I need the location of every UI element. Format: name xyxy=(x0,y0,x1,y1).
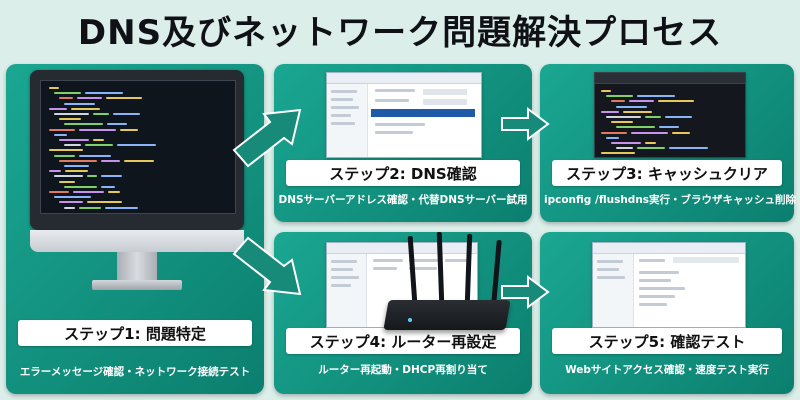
step1-description: エラーメッセージ確認・ネットワーク接続テスト xyxy=(19,366,251,378)
step5-label: ステップ5: 確認テスト xyxy=(552,328,782,354)
arrow-right-icon xyxy=(501,275,550,309)
router-admin-window xyxy=(326,242,478,328)
arrow-right-icon xyxy=(232,236,302,296)
step2-description: DNSサーバーアドレス確認・代替DNSサーバー試用 xyxy=(278,194,528,206)
step3-card: ステップ3: キャッシュクリア ipconfig /flushdns実行・ブラウ… xyxy=(540,64,797,222)
step2-label: ステップ2: DNS確認 xyxy=(286,160,520,186)
arrow-right-icon xyxy=(501,107,550,141)
step5-card: ステップ5: 確認テスト Webサイトアクセス確認・速度テスト実行 xyxy=(540,232,794,394)
terminal-window xyxy=(594,72,746,158)
step1-label: ステップ1: 問題特定 xyxy=(18,320,252,346)
step2-card: ステップ2: DNS確認 DNSサーバーアドレス確認・代替DNSサーバー試用 xyxy=(274,64,532,222)
step3-label: ステップ3: キャッシュクリア xyxy=(552,160,782,186)
imac-icon xyxy=(30,70,244,298)
step4-label: ステップ4: ルーター再設定 xyxy=(286,328,520,354)
step1-card: ステップ1: 問題特定 エラーメッセージ確認・ネットワーク接続テスト xyxy=(6,64,264,394)
arrow-right-icon xyxy=(232,108,302,168)
step5-description: Webサイトアクセス確認・速度テスト実行 xyxy=(565,364,769,376)
browser-window xyxy=(592,242,746,328)
dns-settings-window xyxy=(326,72,482,158)
step4-description: ルーター再起動・DHCP再割り当て xyxy=(318,364,488,376)
page-title: DNS及びネットワーク問題解決プロセス xyxy=(77,12,723,53)
code-editor-screen xyxy=(40,80,236,214)
step3-description: ipconfig /flushdns実行・ブラウザキャッシュ削除 xyxy=(544,194,797,206)
